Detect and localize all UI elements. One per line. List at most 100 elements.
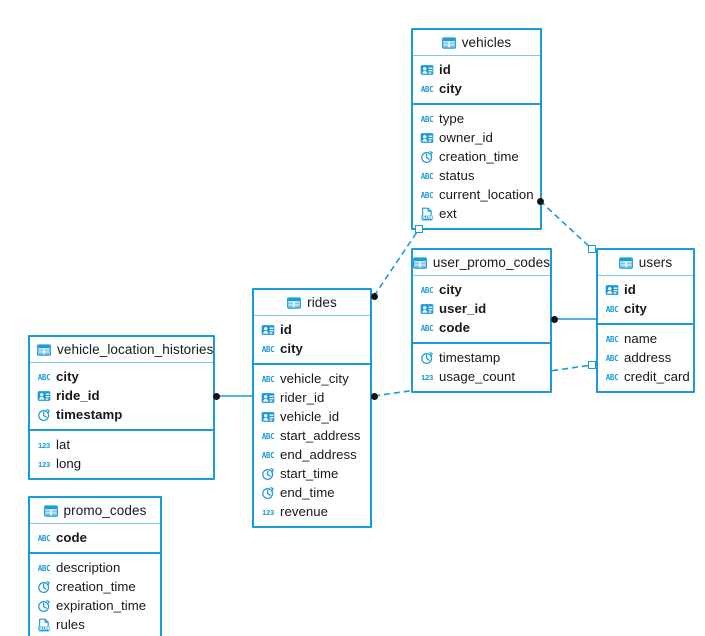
column-row-rides-start_time[interactable]: start_time [254, 464, 370, 483]
123-number-icon: 123 [420, 370, 434, 384]
svg-text:123: 123 [421, 373, 433, 382]
relationship-endpoint-dot-vehicles-users [536, 197, 544, 205]
clock-timestamp-icon [420, 351, 434, 365]
column-name: city [439, 81, 462, 96]
table-title: users [638, 255, 673, 270]
column-name: owner_id [439, 130, 493, 145]
table-icon [618, 256, 633, 270]
uuid-key-icon [261, 323, 275, 337]
abc-string-icon: ABC [37, 561, 51, 575]
primary-key-row-users-id[interactable]: id [598, 280, 693, 299]
column-row-promo_codes-creation_time[interactable]: creation_time [30, 577, 160, 596]
column-row-promo_codes-expiration_time[interactable]: expiration_time [30, 596, 160, 615]
column-row-vehicle_location_histories-lat[interactable]: 123 lat [30, 435, 213, 454]
column-row-vehicles-creation_time[interactable]: creation_time [413, 147, 540, 166]
relationship-endpoint-dot-rides-users [370, 392, 378, 400]
table-header-promo_codes[interactable]: promo_codes [30, 498, 160, 524]
123-number-icon: 123 [37, 438, 51, 452]
svg-text:123: 123 [262, 508, 274, 517]
table-title: rides [307, 295, 337, 310]
column-name: ext [439, 206, 457, 221]
primary-key-row-vehicle_location_histories-timestamp[interactable]: timestamp [30, 405, 213, 424]
table-title: vehicle_location_histories [57, 342, 214, 357]
abc-string-icon: ABC [37, 370, 51, 384]
primary-key-row-vehicles-city[interactable]: ABC city [413, 79, 540, 98]
table-title: vehicles [461, 35, 512, 50]
table-header-users[interactable]: users [598, 250, 693, 276]
relationship-endpoint-square-rides-users [588, 361, 596, 369]
primary-key-row-rides-id[interactable]: id [254, 320, 370, 339]
uuid-key-icon [261, 410, 275, 424]
svg-text:123: 123 [38, 441, 50, 450]
primary-key-row-vehicle_location_histories-ride_id[interactable]: ride_id [30, 386, 213, 405]
clock-timestamp-icon [261, 467, 275, 481]
column-name: code [56, 530, 87, 545]
table-header-rides[interactable]: rides [254, 290, 370, 316]
abc-string-icon: ABC [261, 372, 275, 386]
svg-text:ABC: ABC [262, 374, 275, 383]
abc-string-icon: ABC [420, 321, 434, 335]
svg-text:ABC: ABC [262, 344, 275, 353]
column-name: name [624, 331, 658, 346]
column-name: lat [56, 437, 71, 452]
svg-text:ABC: ABC [421, 171, 434, 180]
primary-key-row-vehicles-id[interactable]: id [413, 60, 540, 79]
column-name: timestamp [439, 350, 501, 365]
column-name: vehicle_id [280, 409, 340, 424]
column-row-vehicles-owner_id[interactable]: owner_id [413, 128, 540, 147]
column-name: rider_id [280, 390, 325, 405]
column-row-user_promo_codes-timestamp[interactable]: timestamp [413, 348, 550, 367]
column-name: user_id [439, 301, 487, 316]
uuid-key-icon [420, 131, 434, 145]
column-row-rides-end_time[interactable]: end_time [254, 483, 370, 502]
clock-timestamp-icon [37, 408, 51, 422]
svg-text:ABC: ABC [421, 285, 434, 294]
column-name: ride_id [56, 388, 100, 403]
table-header-vehicles[interactable]: vehicles [413, 30, 540, 56]
clock-timestamp-icon [261, 486, 275, 500]
table-title: promo_codes [63, 503, 147, 518]
abc-string-icon: ABC [420, 283, 434, 297]
svg-text:ABC: ABC [421, 190, 434, 199]
table-header-user_promo_codes[interactable]: user_promo_codes [413, 250, 550, 276]
abc-string-icon: ABC [420, 82, 434, 96]
column-row-rides-vehicle_id[interactable]: vehicle_id [254, 407, 370, 426]
relationship-line-vehicles-users[interactable] [539, 200, 593, 250]
column-name: rules [56, 617, 85, 632]
table-header-vehicle_location_histories[interactable]: vehicle_location_histories [30, 337, 213, 363]
column-row-rides-rider_id[interactable]: rider_id [254, 388, 370, 407]
primary-key-row-user_promo_codes-user_id[interactable]: user_id [413, 299, 550, 318]
